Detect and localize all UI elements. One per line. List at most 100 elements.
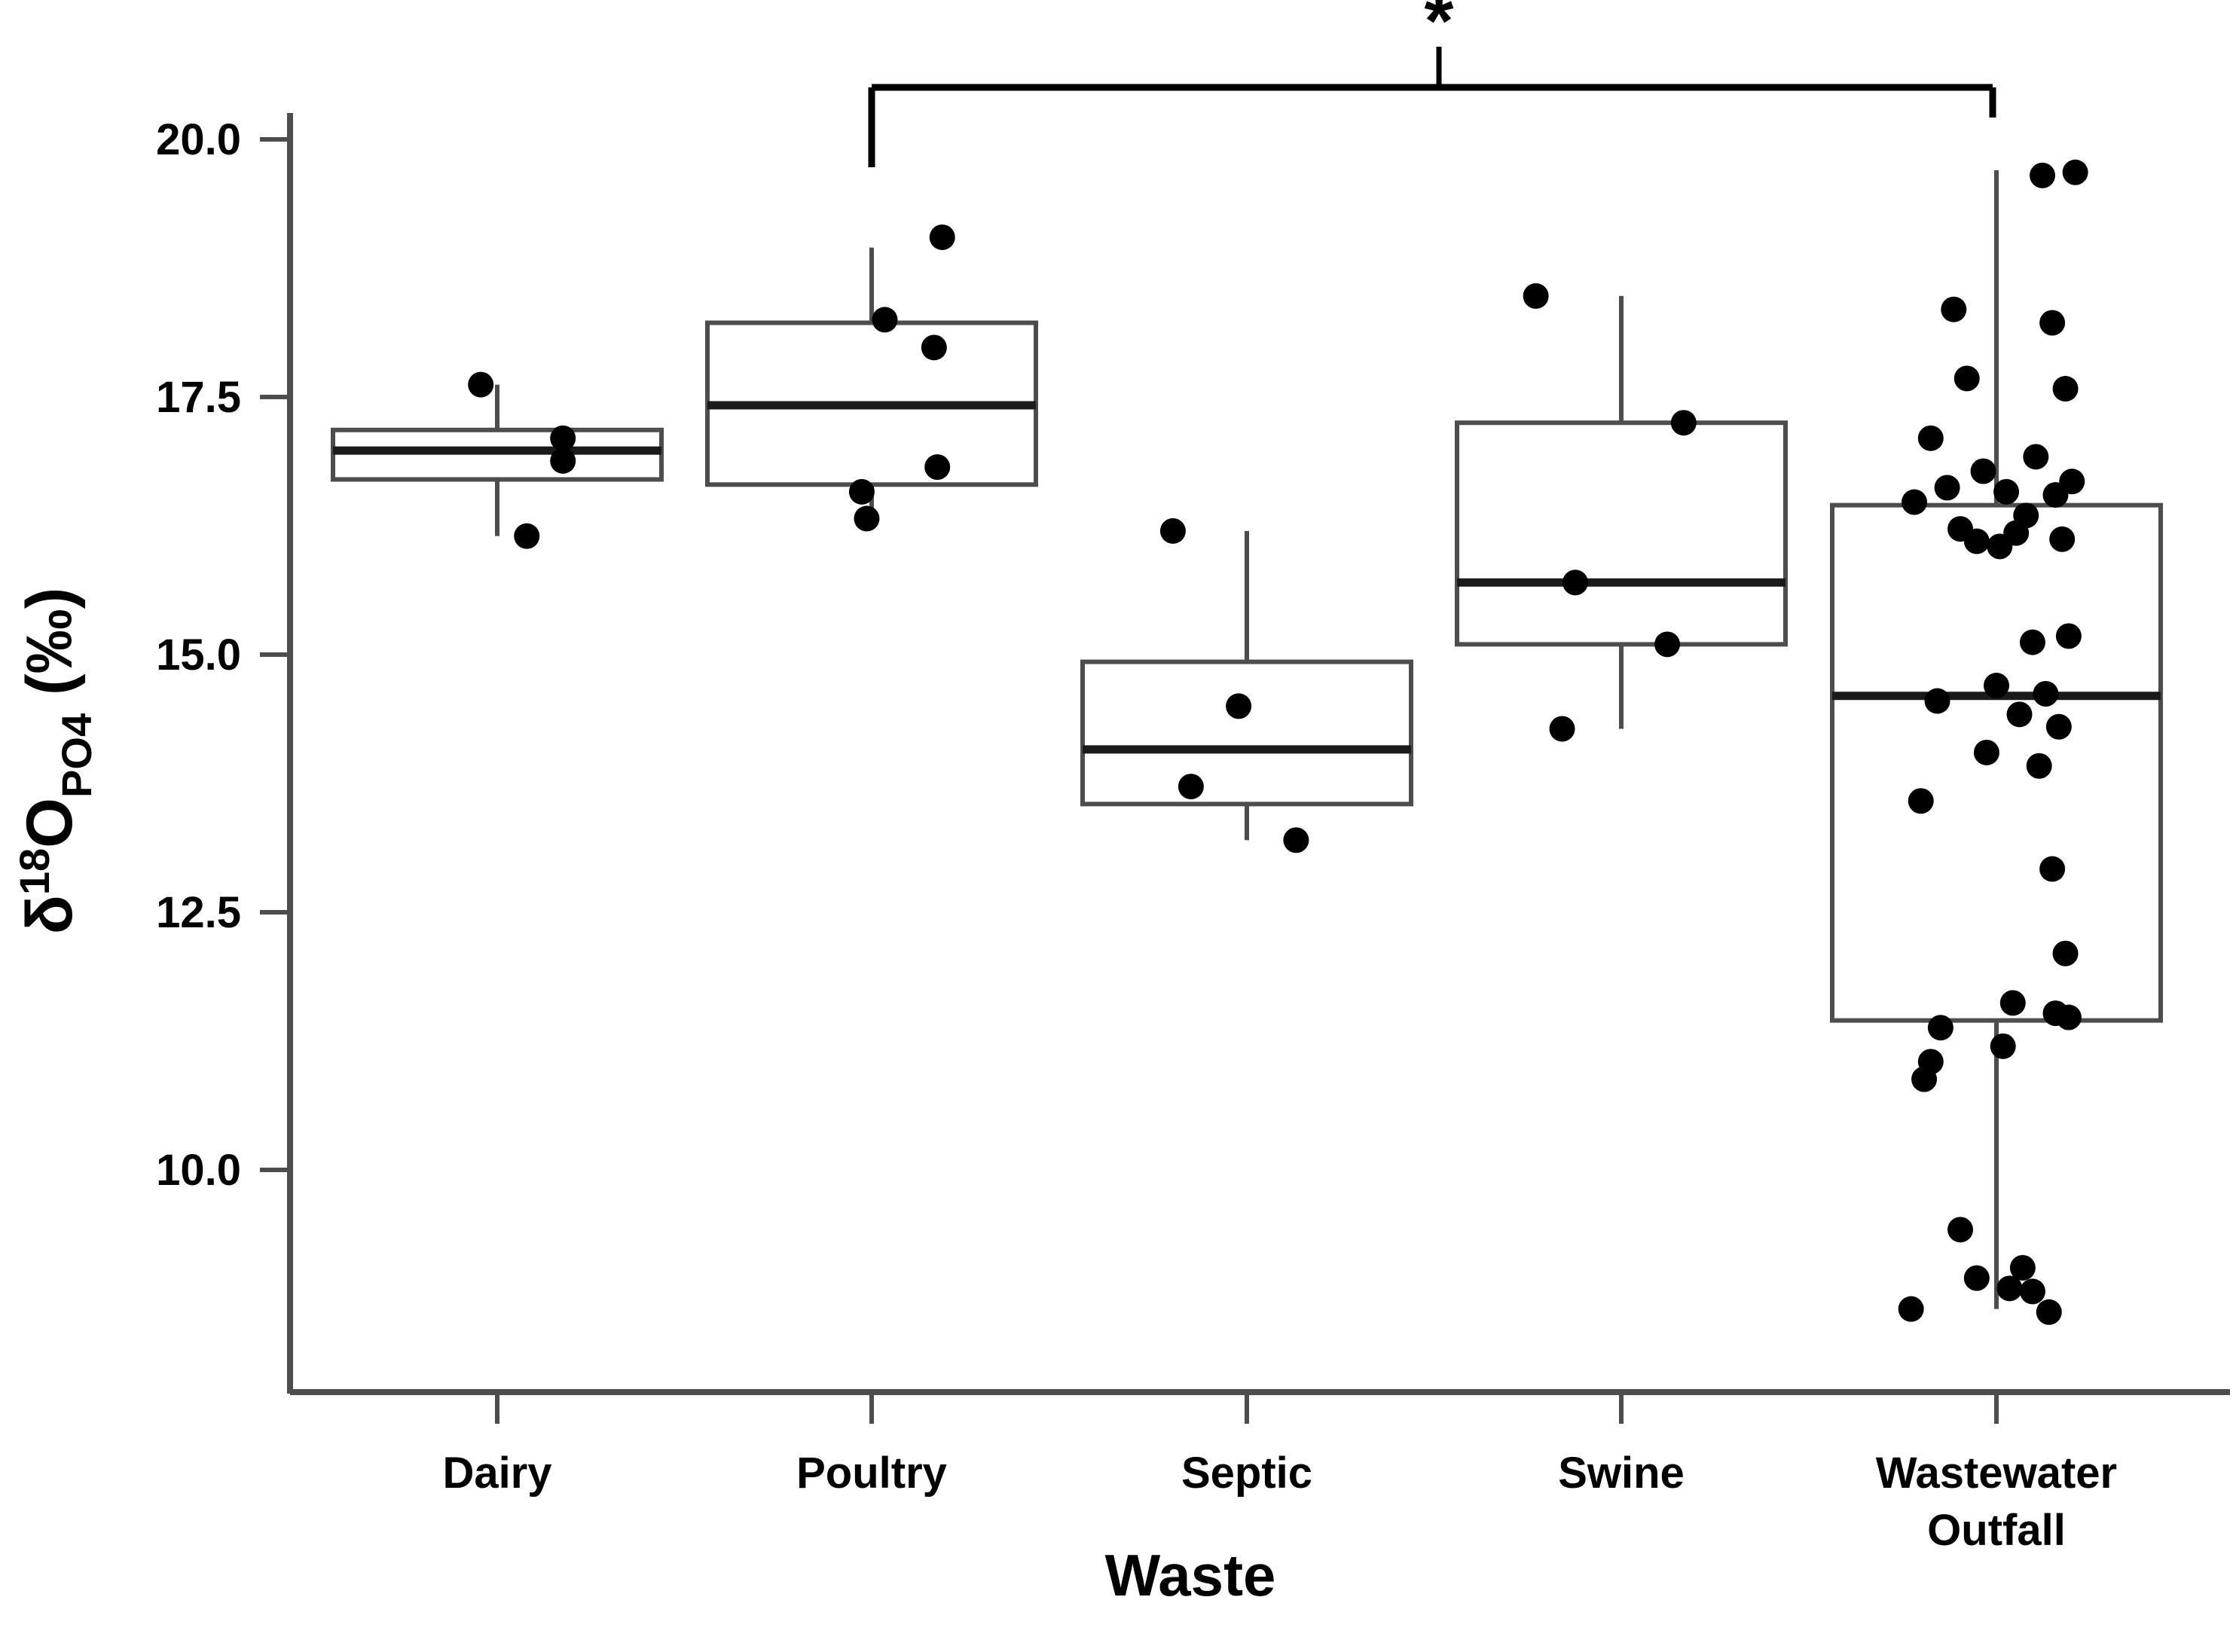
y-tick-label: 17.5 bbox=[156, 373, 241, 422]
data-point bbox=[1996, 1275, 2023, 1302]
data-point bbox=[2039, 856, 2066, 882]
y-axis-title: δ18OPO4 (‰) bbox=[11, 588, 100, 935]
data-point bbox=[1562, 569, 1588, 596]
data-point bbox=[1973, 739, 1999, 765]
points-poultry bbox=[848, 224, 955, 532]
data-point bbox=[1934, 475, 1960, 501]
points-septic bbox=[1159, 518, 1309, 853]
box-rect bbox=[1830, 502, 2163, 1023]
data-point bbox=[1898, 1296, 1924, 1322]
y-tick-label: 20.0 bbox=[156, 115, 241, 164]
data-point-group bbox=[468, 159, 2088, 1325]
data-point bbox=[1911, 1066, 1938, 1092]
y-title-superscript: 18 bbox=[11, 848, 58, 895]
data-point bbox=[1941, 296, 1967, 322]
data-point bbox=[2045, 713, 2072, 740]
y-tick-label: 12.5 bbox=[156, 888, 241, 937]
data-point bbox=[1947, 1217, 1974, 1243]
y-axis-title-text: δ18OPO4 (‰) bbox=[11, 588, 100, 935]
data-point bbox=[1927, 1015, 1953, 1041]
data-point bbox=[2052, 376, 2079, 402]
y-axis: 10.0 12.5 15.0 17.5 20.0 bbox=[156, 113, 293, 1394]
data-point bbox=[1924, 688, 1950, 714]
data-point bbox=[1283, 827, 1309, 853]
data-point bbox=[1917, 425, 1944, 451]
data-point bbox=[1654, 631, 1681, 658]
x-axis-title: Waste bbox=[1105, 1542, 1276, 1608]
points-swine bbox=[1523, 282, 1697, 742]
data-point bbox=[854, 505, 880, 532]
y-tick-label-group: 10.0 12.5 15.0 17.5 20.0 bbox=[156, 115, 241, 1195]
data-point bbox=[2030, 162, 2056, 188]
data-point bbox=[468, 371, 494, 398]
data-point bbox=[2042, 481, 2069, 508]
data-point bbox=[2009, 1254, 2036, 1281]
data-point bbox=[929, 224, 955, 250]
data-point bbox=[2006, 701, 2033, 728]
data-point bbox=[1549, 716, 1575, 742]
x-category-label: Poultry bbox=[796, 1449, 947, 1498]
data-point bbox=[2019, 629, 2045, 655]
data-point bbox=[1963, 528, 1990, 554]
box-poultry bbox=[705, 247, 1038, 521]
x-category-label: Septic bbox=[1181, 1449, 1312, 1498]
data-point bbox=[1984, 673, 2009, 699]
points-wastewater-outfall bbox=[1898, 159, 2088, 1325]
box-group bbox=[331, 170, 2163, 1309]
data-point bbox=[1999, 990, 2026, 1016]
data-point bbox=[1970, 458, 1996, 484]
data-point bbox=[2023, 444, 2049, 470]
data-point bbox=[1987, 533, 2013, 560]
data-point bbox=[514, 523, 540, 549]
x-category-label: Outfall bbox=[1927, 1506, 2066, 1555]
data-point bbox=[2055, 623, 2082, 649]
y-tick-label: 15.0 bbox=[156, 631, 241, 679]
y-title-delta: δ bbox=[14, 895, 86, 934]
x-tick-group bbox=[495, 1392, 1999, 1424]
data-point bbox=[1963, 1265, 1990, 1291]
x-category-label: Wastewater bbox=[1876, 1449, 2117, 1498]
data-point bbox=[2052, 940, 2079, 966]
significance-asterisk: * bbox=[1425, 0, 1454, 63]
y-title-element: O bbox=[14, 798, 86, 848]
y-tick-label: 10.0 bbox=[156, 1146, 241, 1195]
data-point bbox=[2039, 310, 2066, 336]
data-point bbox=[2036, 1299, 2062, 1325]
data-point bbox=[550, 447, 576, 474]
data-point bbox=[1993, 478, 2020, 505]
box-rect bbox=[1455, 420, 1788, 647]
box-rect bbox=[1080, 659, 1413, 807]
box-septic bbox=[1080, 530, 1413, 841]
data-point bbox=[1523, 282, 1549, 309]
data-point bbox=[1990, 1033, 2016, 1059]
data-point bbox=[921, 334, 947, 361]
data-point bbox=[924, 454, 951, 481]
y-title-subscript: PO4 bbox=[53, 713, 100, 798]
data-point bbox=[550, 425, 576, 451]
box-dairy bbox=[331, 384, 664, 536]
data-point bbox=[1226, 693, 1252, 719]
points-dairy bbox=[468, 371, 576, 549]
data-point bbox=[2062, 159, 2088, 185]
data-point bbox=[2055, 1004, 2082, 1031]
box-wastewater-outfall bbox=[1830, 170, 2163, 1309]
box-swine bbox=[1455, 295, 1788, 729]
data-point bbox=[1670, 410, 1697, 436]
data-point bbox=[1178, 774, 1204, 800]
data-point bbox=[2033, 680, 2059, 707]
data-point bbox=[2049, 526, 2076, 552]
data-point bbox=[2026, 753, 2052, 779]
y-tick-group bbox=[260, 137, 290, 1172]
data-point bbox=[1902, 489, 1927, 515]
data-point bbox=[1953, 365, 1980, 392]
data-point bbox=[2019, 1278, 2045, 1305]
data-point bbox=[872, 307, 898, 333]
data-point bbox=[1908, 788, 1934, 814]
data-point bbox=[1159, 518, 1186, 544]
data-point bbox=[848, 478, 875, 505]
x-category-label: Swine bbox=[1558, 1449, 1685, 1498]
